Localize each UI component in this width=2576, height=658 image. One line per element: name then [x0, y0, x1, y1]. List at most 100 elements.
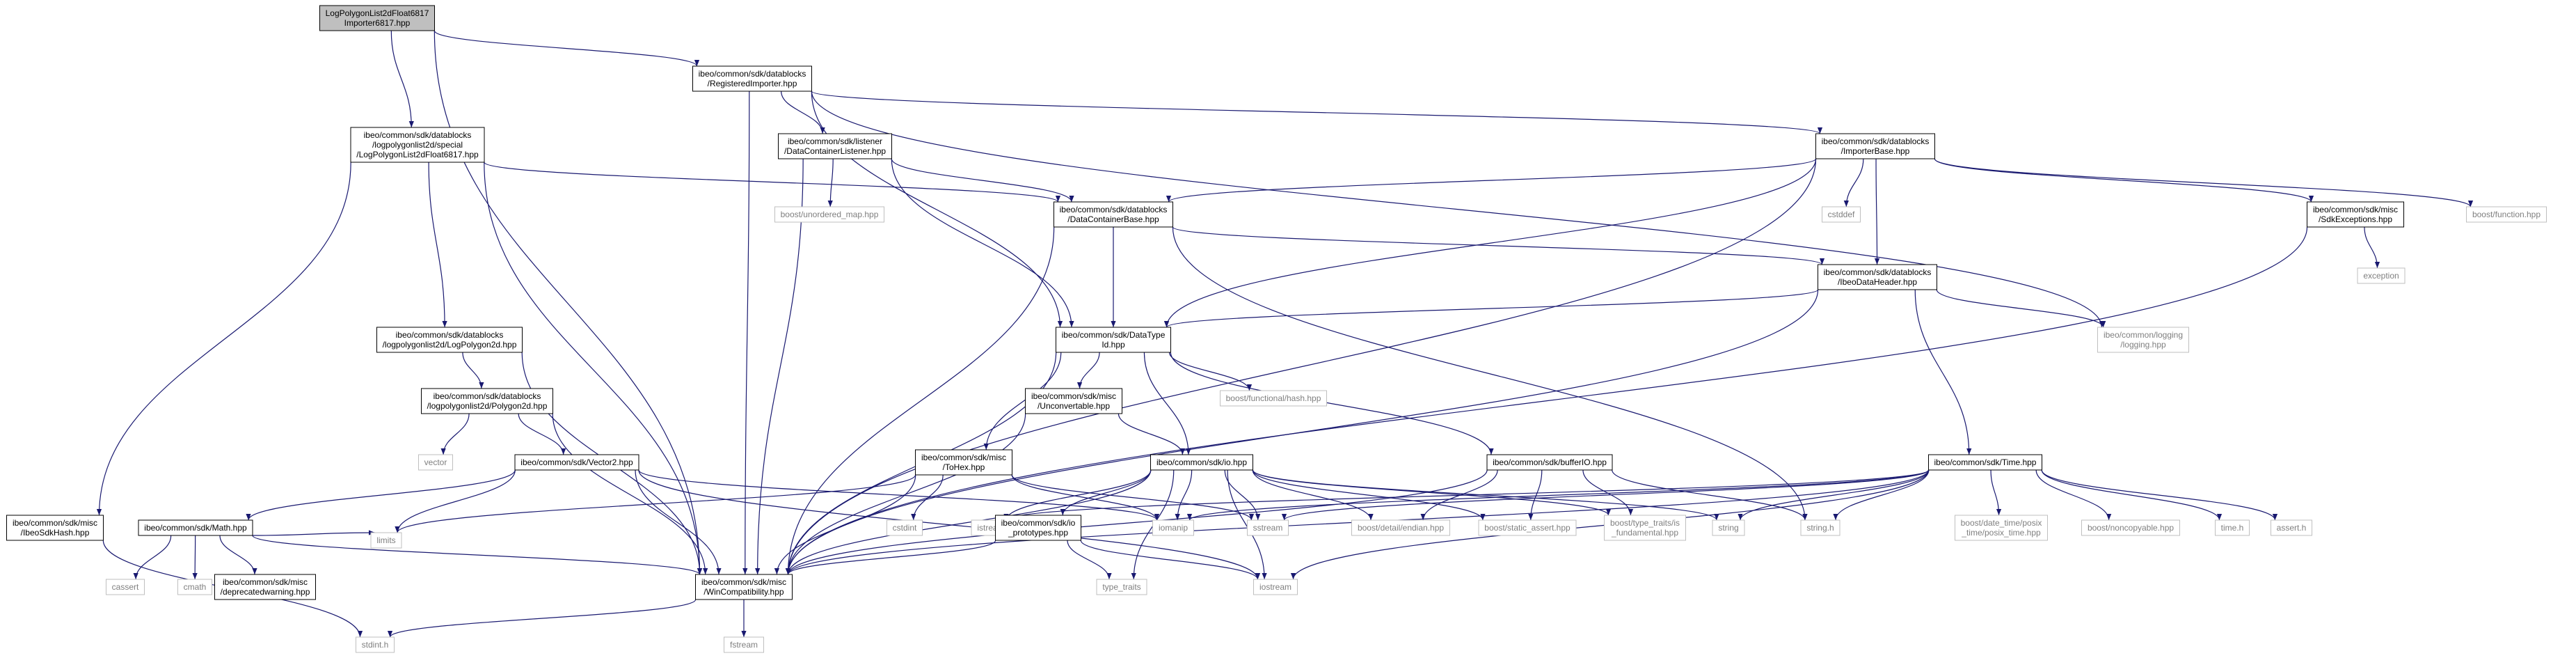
node-ibeo-common-sdk-datablocks-datacontainerbase-hpp[interactable]: ibeo/common/sdk/datablocks/DataContainer… [1054, 201, 1173, 228]
include-edge [484, 162, 703, 575]
node-label-line: ibeo/common/sdk/datablocks [699, 69, 806, 79]
include-edge [774, 474, 916, 575]
node-box [2357, 267, 2406, 284]
include-edge [785, 158, 1817, 575]
node-ibeo-common-sdk-misc-unconvertable-hpp[interactable]: ibeo/common/sdk/misc/Unconvertable.hpp [1025, 388, 1122, 414]
node-label-line: ibeo/common/sdk/Math.hpp [144, 523, 247, 533]
node-label-line: ibeo/common/sdk/datablocks [1060, 205, 1168, 214]
node-box [376, 327, 523, 353]
node-label-line: cmath [184, 582, 207, 592]
node-label-line: cstddef [1828, 210, 1855, 219]
node-ibeo-common-sdk-datablocks-logpolygonlist2d-special-logpolygonlist2dfloat6817-hpp[interactable]: ibeo/common/sdk/datablocks/logpolygonlis… [350, 127, 485, 163]
node-ibeo-common-sdk-misc-deprecatedwarning-hpp[interactable]: ibeo/common/sdk/misc/deprecatedwarning.h… [214, 574, 316, 600]
include-edge [192, 535, 198, 580]
node-box [6, 515, 104, 541]
node-ibeo-common-sdk-datablocks-ibeodataheader-hpp[interactable]: ibeo/common/sdk/datablocks/IbeoDataHeade… [1818, 264, 1937, 290]
node-ibeo-common-sdk-datablocks-importerbase-hpp[interactable]: ibeo/common/sdk/datablocks/ImporterBase.… [1815, 133, 1935, 159]
include-edge [388, 599, 697, 638]
include-edge [133, 535, 172, 580]
include-edge [1080, 540, 1261, 580]
node-box [1800, 519, 1840, 536]
node-ibeo-common-sdk-datablocks-registeredimporter-hpp[interactable]: ibeo/common/sdk/datablocks/RegisteredImp… [692, 65, 812, 92]
node-label-line: boost/static_assert.hpp [1484, 523, 1571, 533]
include-edge [1172, 226, 1808, 521]
node-label-line: ibeo/common/sdk/datablocks [434, 391, 541, 401]
node-box [887, 519, 923, 536]
node-label-line: ibeo/common/sdk/misc [223, 577, 308, 587]
include-edge [552, 413, 708, 575]
node-label-line: boost/functional/hash.hpp [1226, 393, 1321, 403]
include-edge [462, 352, 484, 389]
include-edge [1166, 158, 1817, 203]
node-box [1025, 388, 1122, 414]
include-edge [811, 91, 1063, 328]
node-box [1056, 327, 1171, 353]
node-label-line: ibeo/common/sdk/misc [701, 577, 786, 587]
node-logpolygonlist2dfloat6817importer6817-hpp[interactable]: LogPolygonList2dFloat6817Importer6817.hp… [319, 5, 435, 31]
include-edge [2035, 469, 2112, 521]
node-ibeo-common-sdk-math-hpp[interactable]: ibeo/common/sdk/Math.hpp [138, 519, 253, 536]
include-edge [827, 158, 834, 207]
node-exception: exception [2357, 267, 2406, 284]
node-ibeo-common-sdk-vector2-hpp[interactable]: ibeo/common/sdk/Vector2.hpp [514, 454, 639, 471]
node-ibeo-common-sdk-listener-datacontainerlistener-hpp[interactable]: ibeo/common/sdk/listener/DataContainerLi… [778, 133, 892, 159]
node-ibeo-common-sdk-time-hpp[interactable]: ibeo/common/sdk/Time.hpp [1928, 454, 2042, 471]
node-box [774, 206, 884, 223]
node-limits: limits [370, 532, 402, 549]
node-label-line: ibeo/common/sdk/datablocks [1822, 136, 1930, 146]
node-label-line: ibeo/common/sdk/bufferIO.hpp [1493, 457, 1607, 467]
node-label-line: /SdkExceptions.hpp [2319, 214, 2392, 224]
include-edge [1990, 469, 2002, 516]
node-label-line: /DataContainerListener.hpp [784, 146, 886, 156]
node-box [2466, 206, 2547, 223]
node-box [692, 65, 812, 92]
node-label-line: _prototypes.hpp [1008, 528, 1068, 538]
node-box [350, 127, 485, 163]
node-label-line: boost/date_time/posix [1961, 518, 2042, 528]
node-cassert: cassert [106, 579, 145, 595]
node-ibeo-common-sdk-bufferio-hpp[interactable]: ibeo/common/sdk/bufferIO.hpp [1486, 454, 1613, 471]
node-label-line: boost/function.hpp [2472, 210, 2541, 219]
node-box [1486, 454, 1613, 471]
node-ibeo-common-sdk-misc-wincompatibility-hpp[interactable]: ibeo/common/sdk/misc/WinCompatibility.hp… [695, 574, 793, 600]
node-label-line: type_traits [1102, 582, 1140, 592]
include-edge [1528, 469, 1543, 521]
node-label-line: cstdint [893, 523, 917, 533]
include-edge [1252, 469, 1719, 521]
node-box [418, 454, 453, 471]
node-type-traits: type_traits [1096, 579, 1147, 595]
node-box [1054, 201, 1173, 228]
node-label-line: ibeo/common/sdk/Vector2.hpp [520, 457, 633, 467]
node-label-line: stdint.h [362, 640, 389, 650]
node-label-line: string.h [1806, 523, 1834, 533]
node-boost-detail-endian-hpp: boost/detail/endian.hpp [1351, 519, 1450, 536]
node-box [319, 5, 435, 31]
node-label-line: /logging.hpp [2120, 340, 2166, 350]
node-boost-date-time-posix-time-posix-time-hpp: boost/date_time/posix_time/posix_time.hp… [1955, 515, 2048, 541]
node-ibeo-common-sdk-datablocks-logpolygonlist2d-polygon2d-hpp[interactable]: ibeo/common/sdk/datablocks/logpolygonlis… [421, 388, 553, 414]
node-box [1815, 133, 1935, 159]
node-label-line: /logpolygonlist2d/special [372, 140, 463, 150]
include-edge [1936, 289, 2106, 328]
node-ibeo-common-sdk-misc-tohex-hpp[interactable]: ibeo/common/sdk/misc/ToHex.hpp [915, 449, 1012, 476]
node-ibeo-common-sdk-datablocks-logpolygonlist2d-logpolygon2d-hpp[interactable]: ibeo/common/sdk/datablocks/logpolygonlis… [376, 327, 523, 353]
node-ibeo-common-sdk-misc-sdkexceptions-hpp[interactable]: ibeo/common/sdk/misc/SdkExceptions.hpp [2307, 201, 2404, 228]
node-box [2215, 519, 2250, 536]
include-edge [434, 30, 699, 67]
node-ibeo-common-sdk-misc-ibeosdkhash-hpp[interactable]: ibeo/common/sdk/misc/IbeoSdkHash.hpp [6, 515, 104, 541]
node-label-line: /RegisteredImporter.hpp [708, 79, 797, 88]
include-edge [983, 352, 1062, 451]
node-box [1247, 519, 1289, 536]
include-edge [1170, 352, 1494, 455]
include-edge [635, 469, 722, 575]
node-label-line: ibeo/common/sdk/misc [2313, 205, 2398, 214]
include-edge [1003, 469, 1930, 521]
node-ibeo-common-sdk-io-hpp[interactable]: ibeo/common/sdk/io.hpp [1150, 454, 1253, 471]
node-ibeo-common-sdk-io-prototypes-hpp[interactable]: ibeo/common/sdk/io_prototypes.hpp [995, 515, 1081, 541]
node-label-line: ibeo/common/sdk/datablocks [1824, 267, 1932, 277]
node-label-line: LogPolygonList2dFloat6817 [326, 8, 429, 18]
node-string: string [1712, 519, 1745, 536]
node-label-line: ibeo/common/sdk/datablocks [396, 330, 504, 340]
node-label-line: ibeo/common/sdk/Time.hpp [1934, 457, 2037, 467]
